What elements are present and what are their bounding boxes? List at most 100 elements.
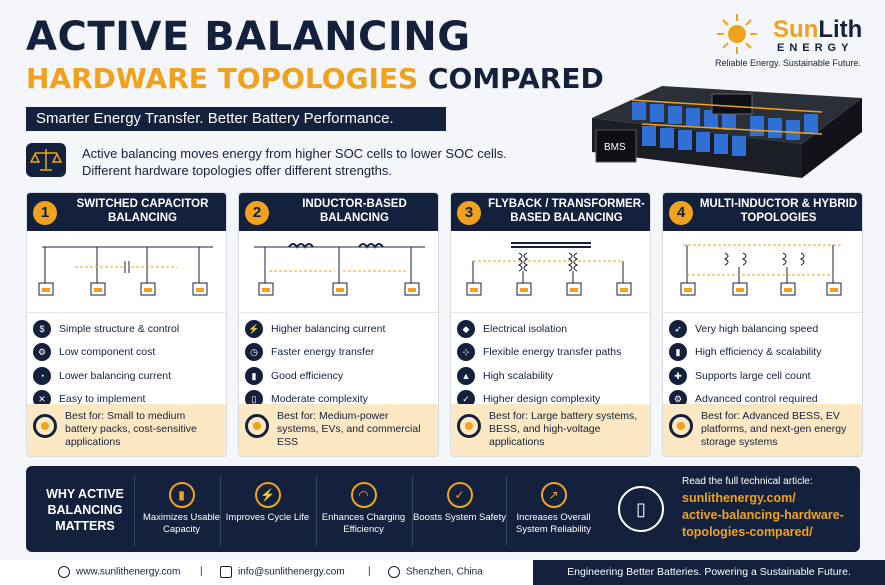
card-number: 2 [245,201,269,225]
speedometer-icon: ◠ [350,482,377,508]
cog-icon: ⚙ [669,390,687,409]
footer-tagline: Engineering Better Batteries. Powering a… [533,560,885,585]
network-icon: ⊹ [457,343,475,362]
inductor-diagram [239,231,438,313]
scale-up-icon: ▲ [457,366,475,385]
book-icon: ▯ [618,486,664,532]
card-title: INDUCTOR-BASED BALANCING [302,198,407,224]
switched-capacitor-diagram [27,231,226,313]
bms-label: BMS [604,142,626,153]
benefit-item: ◠Enhances Charging Efficiency [316,476,410,546]
logo-tagline: Reliable Energy. Sustainable Future. [715,58,861,68]
best-for-box: Best for: Advanced BESS, EV platforms, a… [663,404,862,456]
card-title: SWITCHED CAPACITOR BALANCING [76,198,209,224]
feature-item: ▮High efficiency & scalability [669,341,856,365]
article-link[interactable]: sunlithenergy.com/ active-balancing-hard… [682,491,844,539]
thermometer-icon: ▯ [245,390,263,409]
best-for-box: Best for: Small to medium battery packs,… [27,404,226,456]
balance-scale-icon [26,143,66,177]
battery-pack-image: BMS [572,78,872,188]
feature-item: ⚙Low component cost [33,341,220,365]
location-text: Shenzhen, China [388,566,483,578]
target-icon [457,414,481,438]
benefit-item: ✓Boosts System Safety [412,476,506,546]
website-link[interactable]: www.sunlithenergy.com [58,566,180,578]
clock-icon: ◷ [245,343,263,362]
cycle-bolt-icon: ⚡ [254,482,281,508]
headline-banner: Smarter Energy Transfer. Better Battery … [26,107,446,131]
card-header: 3 FLYBACK / TRANSFORMER-BASED BALANCING [451,193,650,231]
best-for-box: Best for: Large battery systems, BESS, a… [451,404,650,456]
sunlith-logo: SunLith ENERGY Reliable Energy. Sustaina… [713,12,878,72]
pin-icon [388,566,400,578]
feature-item: ◆Electrical isolation [457,317,644,341]
feature-item: ◔Lower balancing current [33,364,220,388]
email-link[interactable]: info@sunlithenergy.com [220,566,345,578]
feature-item: ⚡Higher balancing current [245,317,432,341]
feature-item: ◷Faster energy transfer [245,341,432,365]
gear-icon: ⚙ [33,343,51,362]
topology-card-1: 1 SWITCHED CAPACITOR BALANCING $Simple s… [26,192,227,457]
battery-icon: ▮ [168,482,195,508]
feature-item: ⚙Advanced control required [669,388,856,412]
feature-item: ▯Moderate complexity [245,388,432,412]
card-number: 4 [669,201,693,225]
best-for-text: Best for: Large battery systems, BESS, a… [489,410,638,448]
logo-energy: ENERGY [777,42,854,54]
target-icon [245,414,269,438]
best-for-text: Best for: Advanced BESS, EV platforms, a… [701,410,847,448]
footer-separator: | [368,566,371,577]
best-for-box: Best for: Medium-power systems, EVs, and… [239,404,438,456]
rocket-icon: ➶ [669,319,687,338]
envelope-icon [220,566,232,578]
page-subtitle: HARDWARE TOPOLOGIES COMPARED [26,62,604,95]
card-header: 4 MULTI-INDUCTOR & HYBRID TOPOLOGIES [663,193,862,231]
benefit-item: ↗Increases Overall System Reliability [506,476,600,546]
article-header: Read the full technical article: [682,476,813,487]
subtitle-rest: COMPARED [427,62,604,95]
multi-inductor-diagram [663,231,862,313]
globe-icon [58,566,70,578]
target-icon [669,414,693,438]
tools-icon: ✕ [33,390,51,409]
transformer-diagram [451,231,650,313]
chart-icon: ▮ [669,343,687,362]
bars-icon: ▮ [245,366,263,385]
target-icon [33,414,57,438]
shield-icon: ◆ [457,319,475,338]
safety-shield-icon: ✓ [446,482,473,508]
check-shield-icon: ✓ [457,390,475,409]
card-number: 3 [457,201,481,225]
growth-chart-icon: ↗ [540,482,567,508]
subtitle-highlight: HARDWARE TOPOLOGIES [26,62,419,95]
feature-item: ▲High scalability [457,364,644,388]
logo-brand: SunLith [773,16,863,43]
card-title: MULTI-INDUCTOR & HYBRID TOPOLOGIES [699,198,858,224]
topology-card-3: 3 FLYBACK / TRANSFORMER-BASED BALANCING … [450,192,651,457]
best-for-text: Best for: Small to medium battery packs,… [65,410,197,448]
gauge-icon: ◔ [33,366,51,385]
feature-item: ✓Higher design complexity [457,388,644,412]
article-callout: ▯ Read the full technical article: sunli… [618,474,854,546]
feature-item: ⊹Flexible energy transfer paths [457,341,644,365]
feature-item: ➶Very high balancing speed [669,317,856,341]
dollar-icon: $ [33,319,51,338]
card-title: FLYBACK / TRANSFORMER-BASED BALANCING [488,198,645,224]
best-for-text: Best for: Medium-power systems, EVs, and… [277,410,421,448]
feature-item: $Simple structure & control [33,317,220,341]
puzzle-icon: ✚ [669,366,687,385]
card-number: 1 [33,201,57,225]
topology-card-4: 4 MULTI-INDUCTOR & HYBRID TOPOLOGIES ➶Ve… [662,192,863,457]
sun-logo-icon [717,14,757,54]
bolt-icon: ⚡ [245,319,263,338]
topology-card-2: 2 INDUCTOR-BASED BALANCING ⚡Higher balan… [238,192,439,457]
page-title: ACTIVE BALANCING [26,14,471,60]
card-header: 1 SWITCHED CAPACITOR BALANCING [27,193,226,231]
footer: www.sunlithenergy.com | info@sunlithener… [0,560,885,585]
feature-item: ▮Good efficiency [245,364,432,388]
feature-item: ✚Supports large cell count [669,364,856,388]
footer-separator: | [200,566,203,577]
benefit-item: ▮Maximizes Usable Capacity [134,476,228,546]
feature-item: ✕Easy to implement [33,388,220,412]
why-title: WHY ACTIVE BALANCING MATTERS [46,487,124,533]
